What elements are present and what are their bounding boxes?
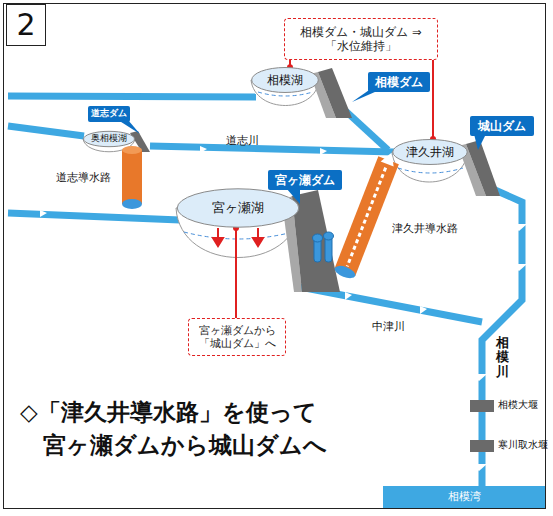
rivers-part bbox=[8, 96, 256, 97]
number-box: 2 bbox=[6, 4, 46, 46]
lake-bowls bbox=[83, 80, 468, 258]
outlet-pipes bbox=[313, 232, 334, 262]
water-levels-part bbox=[398, 168, 463, 173]
node-text: 相模ダム bbox=[375, 75, 423, 90]
tsukui-tunnel-part bbox=[335, 156, 399, 276]
dams-part bbox=[466, 140, 500, 196]
river-name: 道志川 bbox=[226, 134, 259, 147]
lake-surface: 宮ヶ瀬湖 bbox=[176, 188, 300, 228]
weir-name: 相模大堰 bbox=[498, 399, 538, 411]
node-text: 相模湾 bbox=[448, 490, 481, 504]
node-text: 宮ヶ瀬湖 bbox=[212, 200, 264, 216]
node-text: 相模湖 bbox=[267, 73, 303, 88]
weirs-part bbox=[470, 400, 494, 412]
flow-arrows-part bbox=[420, 306, 427, 314]
dams bbox=[130, 68, 500, 292]
lake-ellipse bbox=[177, 189, 299, 227]
node-text: 2 bbox=[16, 6, 35, 44]
flow-arrows-part bbox=[345, 292, 352, 300]
lake-surface: 相模湖 bbox=[251, 67, 319, 93]
weirs bbox=[470, 400, 494, 452]
rivers-part bbox=[8, 126, 84, 136]
flow-arrows-part bbox=[471, 464, 487, 471]
node-text: 相模ダム・城山ダム ⇒「水位維持」 bbox=[285, 25, 437, 54]
water-levels-part bbox=[184, 232, 293, 239]
doshi-tunnel bbox=[122, 146, 142, 209]
node-text: 城山ダム bbox=[478, 119, 526, 134]
outlet-pipes-part bbox=[313, 234, 323, 242]
rivers bbox=[8, 96, 522, 488]
tsukui-tunnel bbox=[333, 149, 402, 281]
tsukui-tunnel-part bbox=[333, 263, 357, 280]
callout-box: 宮ヶ瀬ダムから 「城山ダム」へ bbox=[188, 318, 286, 356]
flow-arrows-part bbox=[200, 146, 207, 153]
tsukui-tunnel-part bbox=[347, 168, 386, 267]
rivers-part bbox=[8, 213, 180, 220]
lake-surface: 奥相模湖 bbox=[83, 131, 135, 147]
lake-ellipse bbox=[393, 140, 467, 165]
river-name: 相模川 bbox=[496, 336, 509, 379]
river-name: 中津川 bbox=[372, 320, 405, 333]
node-text: 宮ヶ瀬ダム bbox=[275, 173, 335, 188]
node-text: 宮ヶ瀬ダムから 「城山ダム」へ bbox=[189, 324, 285, 350]
bay-box: 相模湾 bbox=[383, 486, 545, 508]
node-text: 道志ダム bbox=[91, 108, 127, 119]
lake-surface: 津久井湖 bbox=[392, 139, 468, 165]
release-arrows-part bbox=[253, 238, 263, 246]
flow-arrows-part bbox=[511, 264, 527, 271]
node-text: 奥相模湖 bbox=[91, 133, 127, 144]
dam-label: 城山ダム bbox=[470, 116, 534, 136]
doshi-tunnel-part bbox=[122, 199, 142, 209]
flow-arrows-part bbox=[320, 148, 327, 155]
label-pointers-part bbox=[474, 134, 486, 150]
weirs-part bbox=[470, 440, 494, 452]
lake-ellipse bbox=[252, 68, 319, 93]
caption-text: ◇「津久井導水路」を使って 宮ヶ瀬ダムから城山ダムへ bbox=[20, 396, 423, 463]
flow-arrows-part bbox=[511, 224, 527, 231]
release-arrows-part bbox=[213, 238, 223, 246]
node-text: 津久井湖 bbox=[406, 145, 454, 160]
leader-line bbox=[432, 60, 434, 139]
flow-arrows-part bbox=[40, 210, 47, 217]
tunnel-name: 津久井導水路 bbox=[392, 222, 458, 235]
doshi-tunnel-part bbox=[122, 146, 142, 154]
dam-label: 宮ヶ瀬ダム bbox=[268, 170, 342, 190]
rivers-part bbox=[150, 146, 394, 152]
rivers-part bbox=[300, 287, 482, 322]
dams-part bbox=[292, 190, 340, 292]
doshi-tunnel-part bbox=[122, 150, 142, 204]
dams-part bbox=[318, 68, 352, 118]
weir-name: 寒川取水堰 bbox=[498, 439, 548, 450]
lake-ellipse bbox=[84, 131, 135, 146]
leader-line bbox=[235, 228, 237, 318]
dam-label: 相模ダム bbox=[368, 72, 430, 92]
release-arrows bbox=[213, 228, 263, 246]
dam-label: 道志ダム bbox=[88, 106, 130, 122]
label-pointers bbox=[118, 88, 486, 204]
tunnel-name: 道志導水路 bbox=[56, 171, 111, 184]
flow-arrows-part bbox=[471, 374, 487, 381]
outlet-pipes-part bbox=[324, 232, 334, 240]
callout-box: 相模ダム・城山ダム ⇒「水位維持」 bbox=[284, 18, 438, 60]
